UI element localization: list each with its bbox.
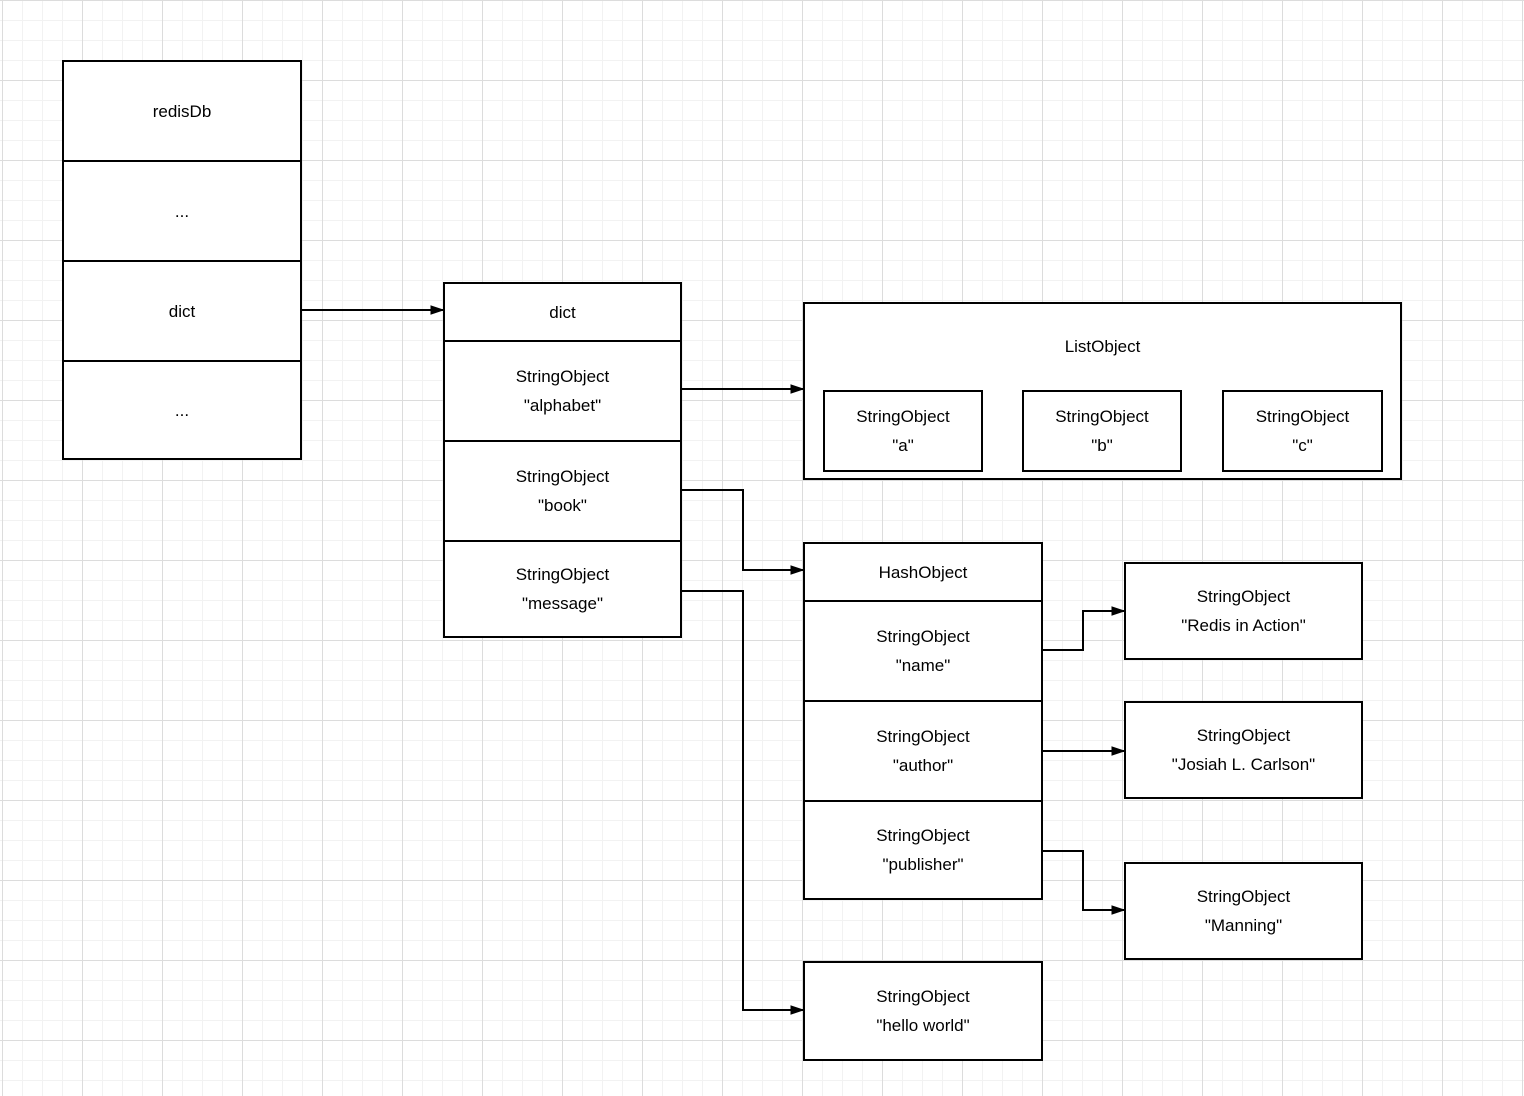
redisdb-row-ellipsis-bottom[interactable]: ... [64, 360, 300, 458]
hashobject-table[interactable]: HashObject StringObject "name" StringObj… [803, 542, 1043, 900]
hashobject-header-label: HashObject [878, 562, 968, 582]
listobject-item-b-label: StringObject "b" [1055, 407, 1149, 455]
listobject-item-c-label: StringObject "c" [1255, 407, 1350, 455]
stringobject-josiah-carlson-label: StringObject "Josiah L. Carlson" [1171, 726, 1316, 774]
connector-message-to-helloworld[interactable] [682, 590, 803, 1010]
dict-row-message-label: StringObject "message" [515, 565, 610, 613]
listobject-item-a-label: StringObject "a" [856, 407, 950, 455]
connector-book-to-hashobject[interactable] [682, 489, 803, 570]
dict-row-alphabet[interactable]: StringObject "alphabet" [445, 340, 680, 440]
stringobject-josiah-carlson[interactable]: StringObject "Josiah L. Carlson" [1124, 701, 1363, 799]
listobject-title-label: ListObject [1064, 336, 1141, 356]
listobject-item-b[interactable]: StringObject "b" [1022, 390, 1182, 472]
listobject-container[interactable]: ListObject StringObject "a" StringObject… [803, 302, 1402, 480]
redisdb-row-title-label: redisDb [152, 101, 212, 121]
stringobject-manning[interactable]: StringObject "Manning" [1124, 862, 1363, 960]
redisdb-row-dict-label: dict [168, 301, 196, 321]
stringobject-redis-in-action-label: StringObject "Redis in Action" [1181, 587, 1306, 635]
redisdb-row-ellipsis-top-label: ... [174, 201, 190, 221]
stringobject-redis-in-action[interactable]: StringObject "Redis in Action" [1124, 562, 1363, 660]
hashobject-row-name-label: StringObject "name" [876, 627, 970, 675]
dict-header-label: dict [549, 302, 576, 322]
dict-row-book-label: StringObject "book" [515, 467, 610, 515]
hashobject-row-publisher[interactable]: StringObject "publisher" [805, 800, 1041, 898]
redisdb-row-ellipsis-bottom-label: ... [174, 400, 190, 420]
listobject-title-row: ListObject [805, 304, 1400, 388]
redisdb-row-title[interactable]: redisDb [64, 62, 300, 160]
dict-header-row[interactable]: dict [445, 284, 680, 340]
redisdb-row-ellipsis-top[interactable]: ... [64, 160, 300, 260]
dict-row-message[interactable]: StringObject "message" [445, 540, 680, 636]
listobject-item-c[interactable]: StringObject "c" [1222, 390, 1383, 472]
redisdb-row-dict[interactable]: dict [64, 260, 300, 360]
hashobject-row-name[interactable]: StringObject "name" [805, 600, 1041, 700]
connector-name-to-redisinaction[interactable] [1043, 611, 1124, 651]
stringobject-manning-label: StringObject "Manning" [1196, 887, 1291, 935]
dict-row-book[interactable]: StringObject "book" [445, 440, 680, 540]
listobject-item-a[interactable]: StringObject "a" [823, 390, 983, 472]
hashobject-row-author-label: StringObject "author" [876, 727, 970, 775]
hashobject-header-row[interactable]: HashObject [805, 544, 1041, 600]
dict-row-alphabet-label: StringObject "alphabet" [515, 367, 610, 415]
hashobject-row-publisher-label: StringObject "publisher" [876, 826, 970, 874]
hashobject-row-author[interactable]: StringObject "author" [805, 700, 1041, 800]
dict-table[interactable]: dict StringObject "alphabet" StringObjec… [443, 282, 682, 638]
connector-publisher-to-manning[interactable] [1043, 850, 1124, 910]
stringobject-hello-world-label: StringObject "hello world" [876, 987, 970, 1035]
stringobject-hello-world[interactable]: StringObject "hello world" [803, 961, 1043, 1061]
redisdb-table[interactable]: redisDb ... dict ... [62, 60, 302, 460]
